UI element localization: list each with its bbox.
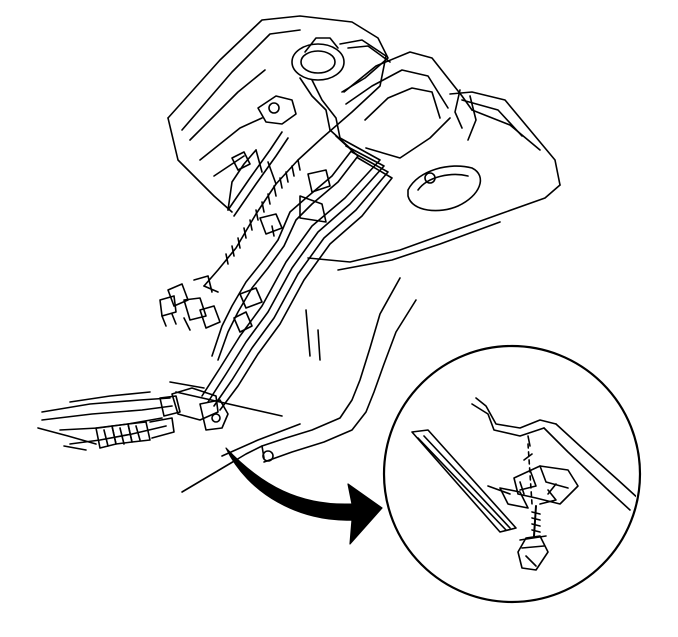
wiring-harness — [203, 39, 391, 287]
callout-arrow — [225, 447, 383, 545]
underbody-bracket-clip — [159, 387, 229, 431]
fuel-tank — [167, 15, 561, 271]
detail-contents — [411, 397, 638, 571]
detail-callout-circle — [382, 344, 642, 604]
exiting-lines — [37, 391, 175, 451]
fuel-lines — [201, 129, 393, 411]
harness-connectors — [159, 151, 331, 333]
underbody-panel — [169, 277, 417, 493]
